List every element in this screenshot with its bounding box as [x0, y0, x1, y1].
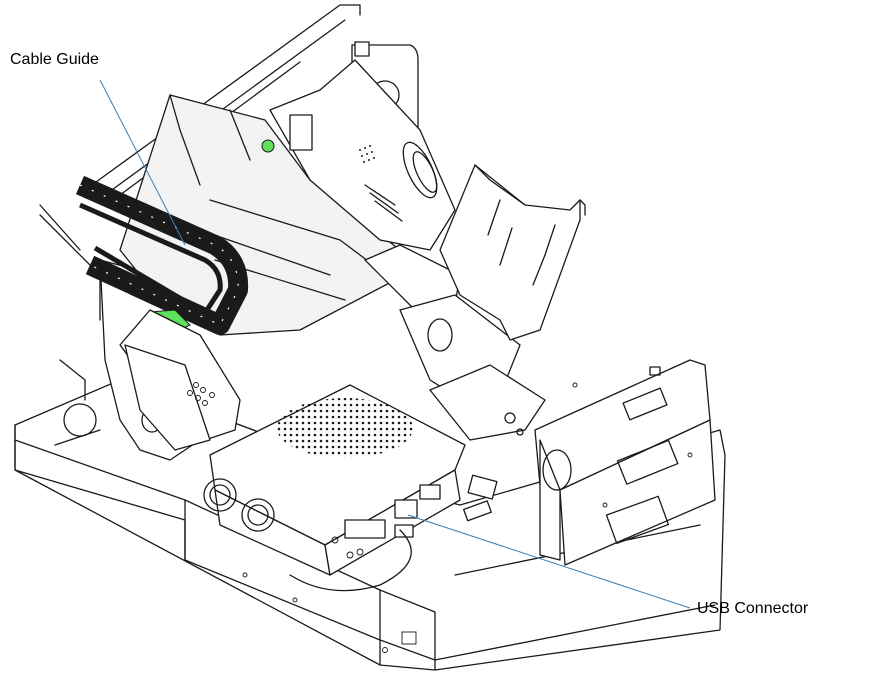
paper-guide	[439, 164, 586, 341]
small-hardware	[463, 382, 578, 522]
usb-connector-leader	[407, 514, 691, 609]
paper-holder	[364, 244, 546, 441]
fan-vents	[203, 478, 275, 532]
dot-grid	[359, 145, 375, 163]
usb-connector-label: USB Connector	[697, 600, 809, 617]
io-ports	[331, 484, 441, 559]
operator-panel	[119, 309, 241, 451]
power-supply	[534, 359, 716, 566]
cable-guide-label: Cable Guide	[10, 51, 99, 68]
computer-module	[203, 384, 466, 592]
cable-guide-leader	[99, 79, 186, 246]
